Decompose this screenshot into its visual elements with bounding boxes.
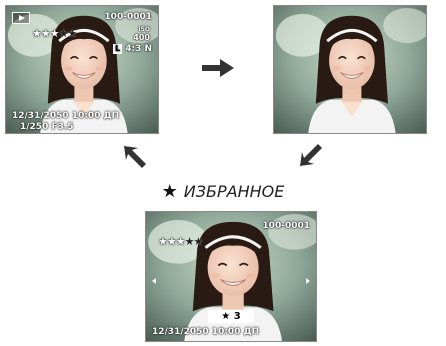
star-filled-icon: ★ [158, 235, 168, 248]
star-empty-icon: ★ [67, 27, 78, 40]
frame-number: 100-0001 [262, 221, 310, 231]
exposure-info: 1/250 F3.5 [20, 122, 74, 132]
star-filled-icon: ★ [49, 27, 60, 40]
date-time: 12/31/2050 10:00 ДП [12, 111, 120, 121]
photo [274, 6, 426, 133]
iso-value: 400 [133, 33, 150, 42]
playback-icon [12, 12, 30, 24]
frame-number: 100-0001 [104, 12, 152, 22]
favorite-rating: ★★★★★ [32, 27, 78, 40]
nav-right-icon[interactable] [306, 278, 310, 284]
arrow-down-left-icon [300, 144, 322, 166]
arrow-right-icon [202, 59, 234, 77]
ratio-quality: 4:3 N [125, 44, 152, 54]
playback-screen-info-off [273, 5, 427, 134]
favorites-caption: ★ ИЗБРАННОЕ [0, 181, 446, 202]
favorite-rating: ★★★★★ [158, 235, 204, 248]
date-time: 12/31/2050 10:00 ДП [152, 327, 260, 337]
image-size-badge: L [113, 44, 123, 54]
rating-value: 3 [233, 311, 241, 322]
arrow-up-left-icon [124, 146, 146, 168]
iso-label: ISO [138, 26, 150, 33]
nav-left-icon[interactable] [152, 278, 156, 284]
rating-selector[interactable]: ★ 3 [208, 310, 254, 323]
rating-star-icon: ★ [221, 311, 231, 322]
star-filled-icon: ★ [32, 27, 42, 40]
star-filled-icon: ★ [175, 235, 186, 248]
favorites-screen: 100-0001 ★★★★★ ★ 3 12/31/2050 10:00 ДП [145, 211, 317, 342]
star-empty-icon: ★ [193, 235, 204, 248]
star-empty-icon: ★ [58, 27, 69, 40]
star-empty-icon: ★ [184, 235, 195, 248]
star-filled-icon: ★ [166, 235, 177, 248]
star-icon: ★ [161, 181, 178, 202]
favorites-title: ИЗБРАННОЕ [183, 182, 285, 201]
star-filled-icon: ★ [40, 27, 51, 40]
iso-readout: ISO 400 [133, 26, 150, 42]
